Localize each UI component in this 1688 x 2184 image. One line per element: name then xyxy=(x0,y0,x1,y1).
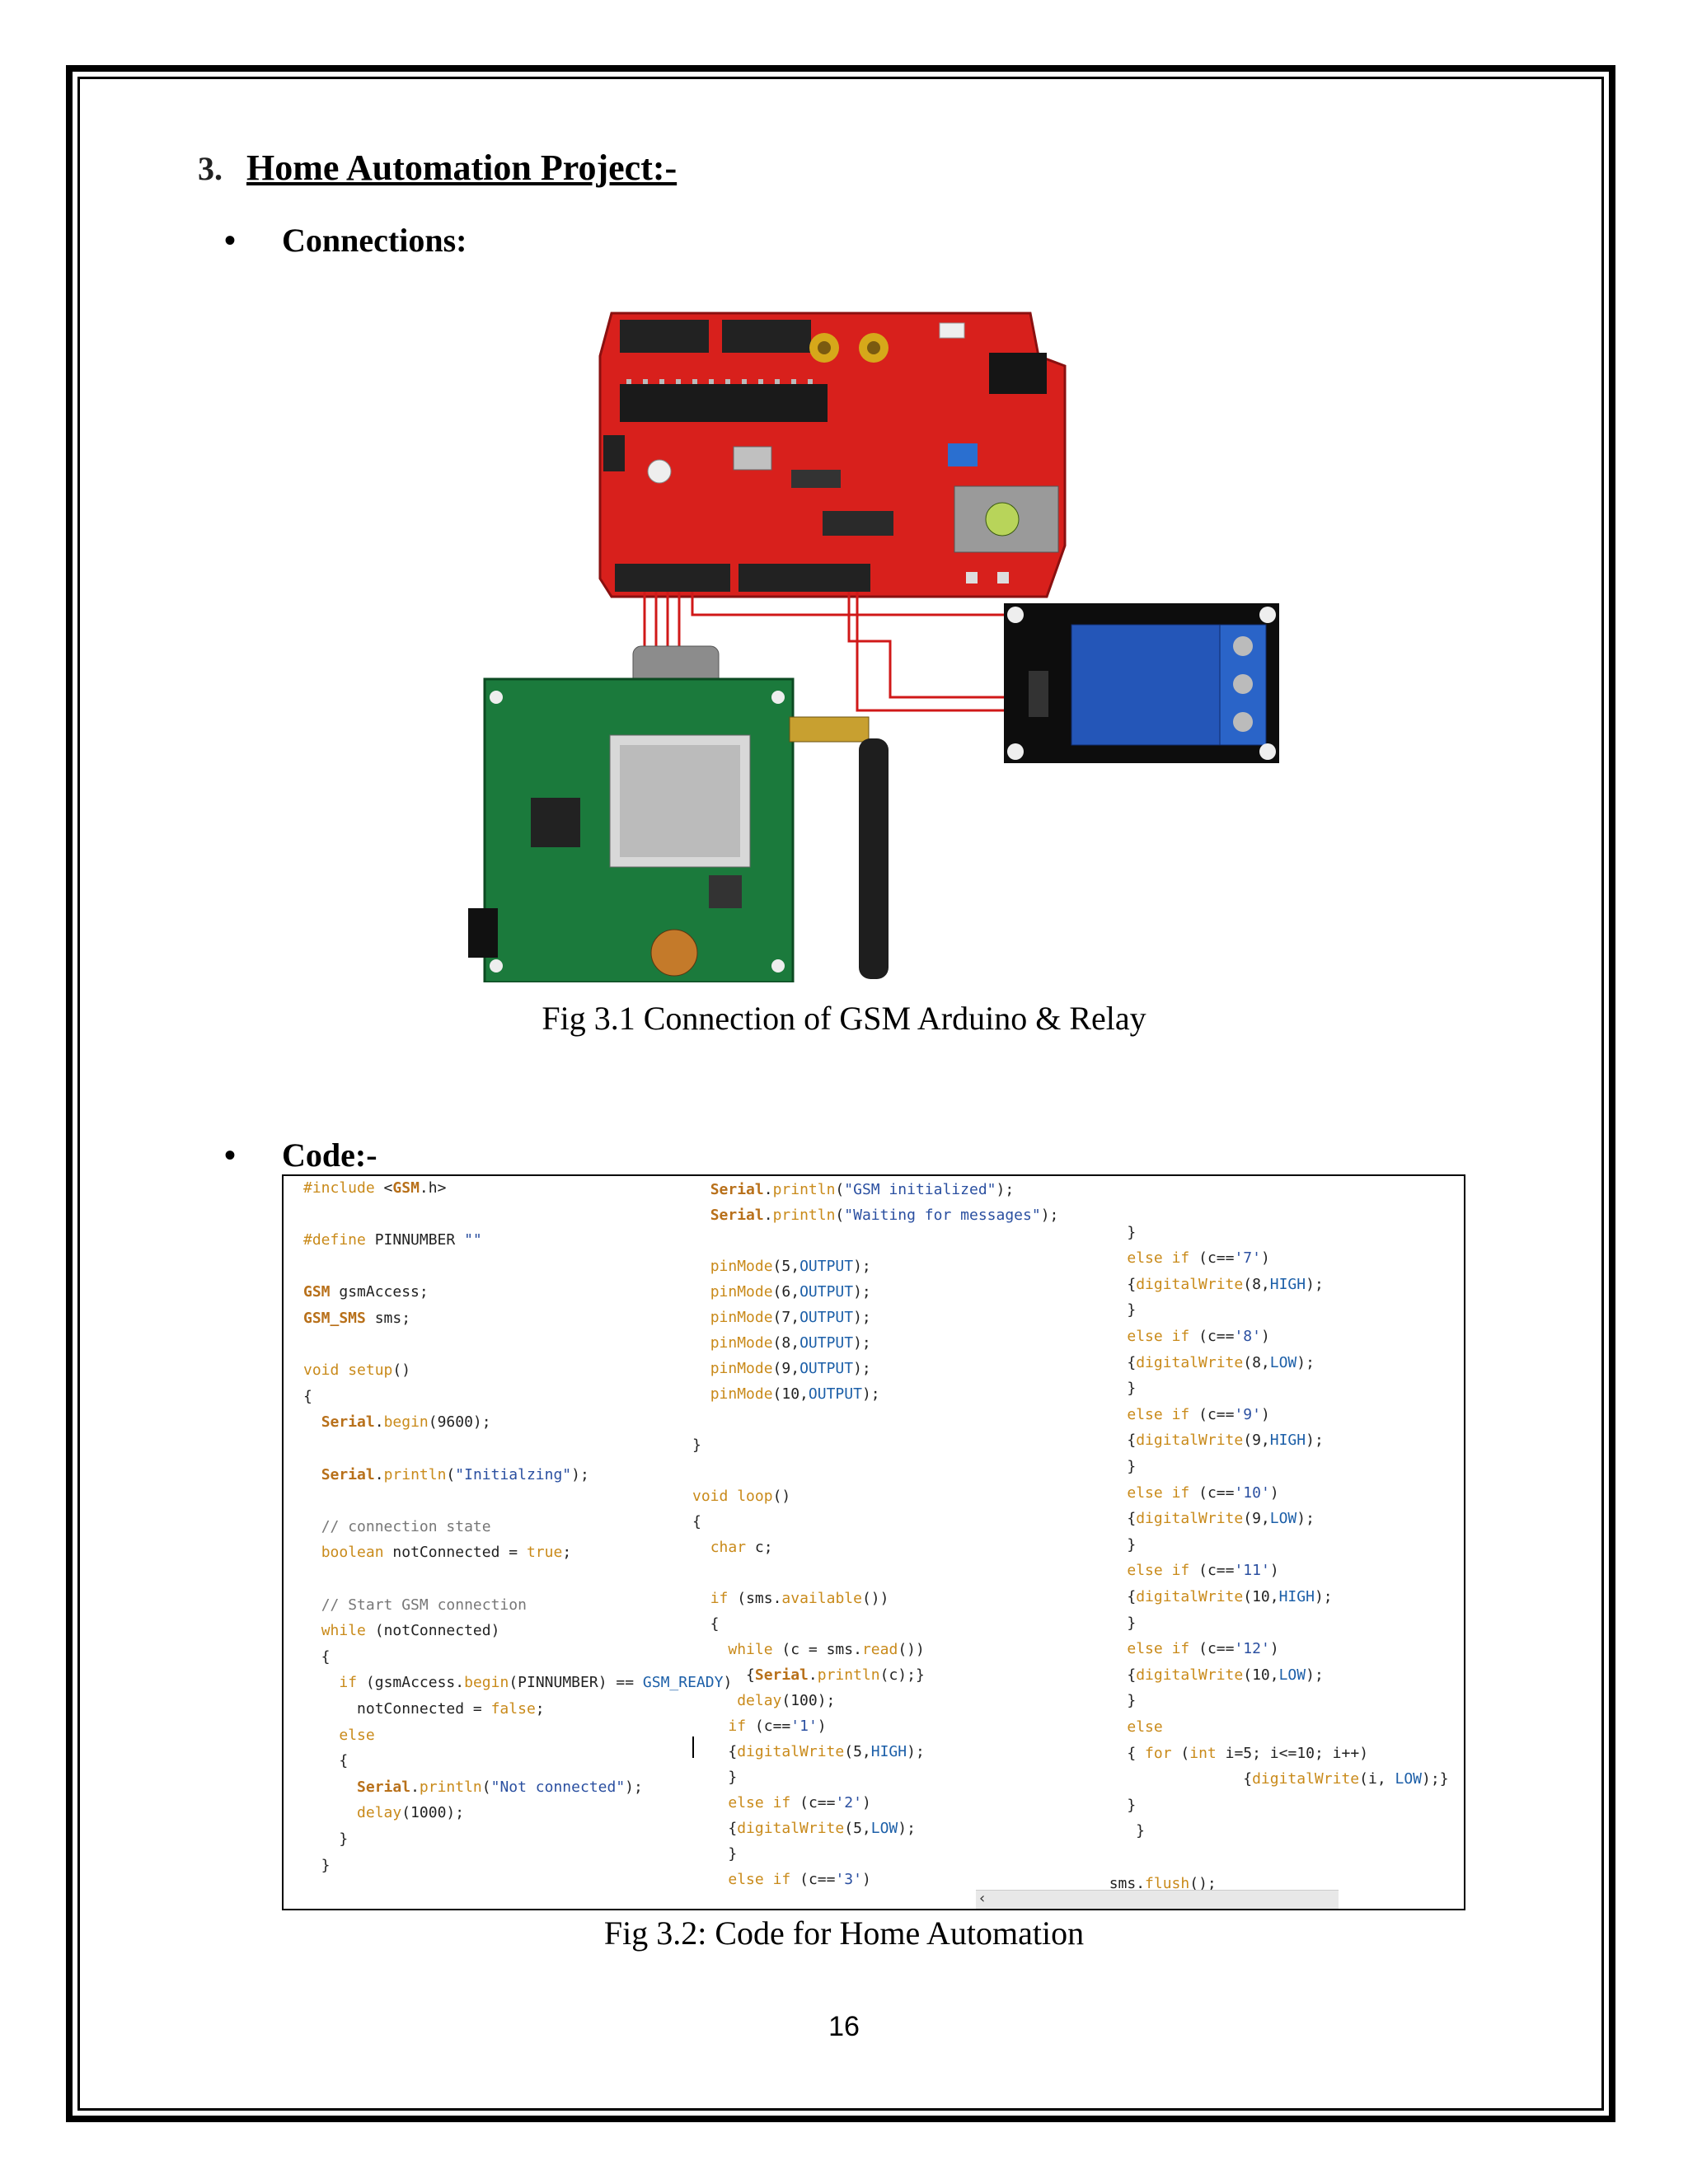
code-line: { xyxy=(303,1647,331,1666)
bullet-code: • Code:- xyxy=(224,1136,377,1174)
code-line: { for (int i=5; i<=10; i++) xyxy=(1091,1744,1369,1762)
code-line: Serial.println("GSM initialized"); xyxy=(710,1181,1015,1198)
code-line: void setup() xyxy=(303,1361,411,1380)
code-line: {digitalWrite(5,LOW); xyxy=(692,1820,916,1837)
code-line: {digitalWrite(10,HIGH); xyxy=(1091,1588,1333,1605)
code-line: sms.flush(); xyxy=(1109,1874,1217,1892)
code-line: while (notConnected) xyxy=(321,1622,500,1640)
code-line: else if (c=='11') xyxy=(1127,1562,1279,1580)
code-line: } xyxy=(1091,1380,1137,1398)
bullet-code-label: Code:- xyxy=(282,1137,377,1174)
code-line: } xyxy=(1091,1796,1137,1814)
bullet-connections: • Connections: xyxy=(224,221,467,260)
code-line: } xyxy=(1091,1614,1137,1632)
figure2-caption: Fig 3.2: Code for Home Automation xyxy=(603,1915,1085,1952)
code-line: else if (c=='9') xyxy=(1127,1405,1270,1423)
code-line: notConnected = false; xyxy=(357,1700,545,1718)
code-top-rule xyxy=(742,1174,956,1175)
code-line: #define PINNUMBER "" xyxy=(303,1231,482,1249)
page-border-outer xyxy=(66,65,1615,2122)
code-line: } xyxy=(303,1830,349,1848)
code-line: // Start GSM connection xyxy=(321,1596,527,1614)
code-line: { xyxy=(692,1513,701,1530)
figure1-caption: Fig 3.1 Connection of GSM Arduino & Rela… xyxy=(542,1000,1146,1037)
code-line: boolean notConnected = true; xyxy=(321,1544,572,1562)
code-line: if (gsmAccess.begin(PINNUMBER) == GSM_RE… xyxy=(339,1674,733,1692)
code-line: { xyxy=(692,1615,720,1633)
code-line: GSM_SMS sms; xyxy=(303,1310,411,1327)
horizontal-scrollbar[interactable] xyxy=(976,1890,1339,1909)
code-line: pinMode(7,OUTPUT); xyxy=(710,1309,871,1326)
code-line: // connection state xyxy=(321,1517,491,1535)
code-line: } xyxy=(1091,1301,1137,1319)
section-heading: 3. Home Automation Project:- xyxy=(198,147,677,189)
arduino-board xyxy=(598,312,1067,598)
gsm-antenna xyxy=(789,716,889,979)
code-line: if (sms.available()) xyxy=(710,1590,889,1607)
code-line: } xyxy=(692,1845,738,1863)
code-line: pinMode(6,OUTPUT); xyxy=(710,1283,871,1301)
code-line: { xyxy=(303,1387,312,1405)
code-line: } xyxy=(1091,1223,1137,1241)
code-line: } xyxy=(303,1856,331,1874)
code-line: } xyxy=(1091,1458,1137,1475)
section-title: Home Automation Project:- xyxy=(246,148,678,188)
scroll-left-icon[interactable]: ‹ xyxy=(979,1890,986,1907)
bullet-connections-label: Connections: xyxy=(282,222,467,259)
code-line: } xyxy=(692,1769,738,1786)
code-line: {digitalWrite(8,LOW); xyxy=(1091,1353,1315,1371)
code-line: pinMode(8,OUTPUT); xyxy=(710,1334,871,1352)
code-line: else if (c=='12') xyxy=(1127,1640,1279,1658)
code-line: if (c=='1') xyxy=(728,1718,827,1735)
code-line: {digitalWrite(9,HIGH); xyxy=(1091,1432,1324,1450)
code-line: else xyxy=(1127,1718,1163,1736)
bullet-dot-icon: • xyxy=(224,1137,237,1174)
code-line: {digitalWrite(10,LOW); xyxy=(1091,1666,1324,1684)
page-number: 16 xyxy=(828,2011,860,2042)
code-line: { xyxy=(303,1752,349,1770)
code-line: else if (c=='3') xyxy=(728,1871,871,1888)
code-line: {digitalWrite(9,LOW); xyxy=(1091,1510,1315,1528)
relay-module xyxy=(1004,603,1279,763)
gsm-module-board xyxy=(468,645,795,982)
code-line: pinMode(10,OUTPUT); xyxy=(710,1385,880,1403)
code-line: void loop() xyxy=(692,1488,791,1505)
code-line: while (c = sms.read()) xyxy=(728,1641,925,1658)
code-line: } xyxy=(1091,1822,1146,1840)
code-line: {digitalWrite(5,HIGH); xyxy=(692,1743,925,1760)
code-line: char c; xyxy=(710,1539,773,1556)
code-line: Serial.println("Waiting for messages"); xyxy=(710,1207,1059,1224)
code-line: Serial.println("Not connected"); xyxy=(357,1778,643,1796)
code-line: delay(1000); xyxy=(357,1804,465,1822)
code-line: #include <GSM.h> xyxy=(303,1179,447,1197)
code-line: pinMode(9,OUTPUT); xyxy=(710,1360,871,1377)
gsm-arduino-relay-photo xyxy=(468,312,1279,982)
code-line: pinMode(5,OUTPUT); xyxy=(710,1258,871,1275)
code-line: else if (c=='7') xyxy=(1127,1249,1270,1268)
code-line: {Serial.println(c);} xyxy=(692,1666,925,1684)
code-line: {digitalWrite(8,HIGH); xyxy=(1091,1275,1324,1293)
code-line: } xyxy=(1091,1535,1137,1554)
code-line: GSM gsmAccess; xyxy=(303,1283,429,1301)
bullet-dot-icon: • xyxy=(224,222,237,259)
code-line: Serial.begin(9600); xyxy=(321,1413,491,1432)
cursor-bar xyxy=(692,1736,694,1758)
code-line: {digitalWrite(i, LOW);} xyxy=(1091,1770,1449,1788)
code-line: Serial.println("Initialzing"); xyxy=(321,1465,589,1483)
code-line: else if (c=='10') xyxy=(1127,1483,1279,1502)
code-screenshot: #include <GSM.h> #define PINNUMBER "" GSM … xyxy=(282,1174,1465,1910)
code-line: } xyxy=(692,1436,701,1454)
code-line: else if (c=='8') xyxy=(1127,1328,1270,1345)
code-line: } xyxy=(1091,1692,1137,1710)
page-border-inner xyxy=(77,77,1604,2111)
code-line: else if (c=='2') xyxy=(728,1794,871,1811)
code-line: delay(100); xyxy=(737,1692,836,1709)
code-line: else xyxy=(339,1726,375,1744)
section-number: 3. xyxy=(198,150,223,187)
